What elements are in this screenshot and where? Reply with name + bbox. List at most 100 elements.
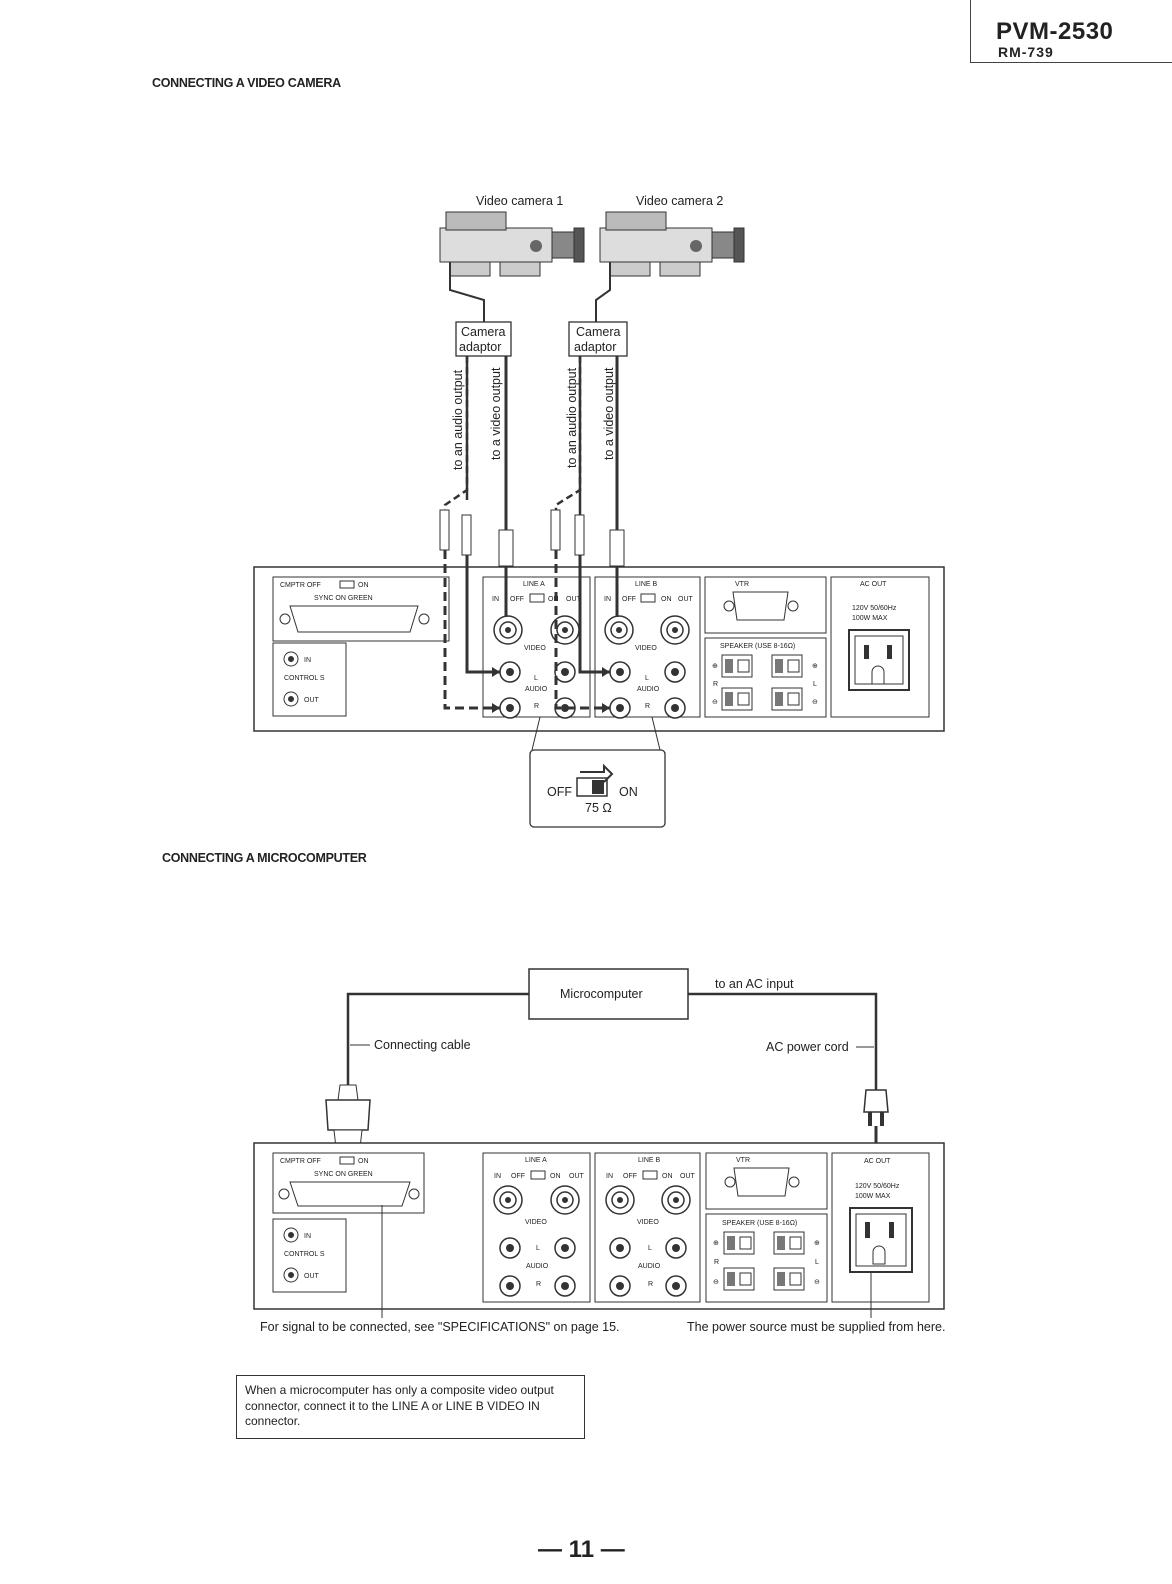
model-number: PVM-2530 <box>996 18 1114 45</box>
svg-text:VIDEO: VIDEO <box>635 645 657 652</box>
section-title-video-camera: CONNECTING A VIDEO CAMERA <box>152 76 341 90</box>
svg-text:OUT: OUT <box>566 596 582 603</box>
svg-text:LINE A: LINE A <box>523 581 545 588</box>
video-camera-1-icon <box>439 211 585 277</box>
svg-text:120V 50/60Hz: 120V 50/60Hz <box>855 1183 900 1190</box>
svg-text:OUT: OUT <box>680 1173 696 1180</box>
svg-text:OUT: OUT <box>569 1173 585 1180</box>
svg-text:⊕: ⊕ <box>812 663 818 670</box>
adaptor1-line1: Camera <box>461 325 506 339</box>
svg-text:AUDIO: AUDIO <box>525 686 548 693</box>
switch-off-label: OFF <box>547 785 572 799</box>
ac-input-label: to an AC input <box>715 977 794 991</box>
svg-text:CONTROL S: CONTROL S <box>284 675 325 682</box>
microcomputer-label: Microcomputer <box>560 987 643 1001</box>
svg-text:L: L <box>815 1259 819 1266</box>
svg-text:OUT: OUT <box>304 697 320 704</box>
svg-text:LINE B: LINE B <box>638 1157 661 1164</box>
svg-text:L: L <box>645 675 649 682</box>
svg-text:L: L <box>813 681 817 688</box>
signal-note: For signal to be connected, see "SPECIFI… <box>260 1320 620 1334</box>
svg-text:L: L <box>536 1245 540 1252</box>
adaptor1-line2: adaptor <box>459 340 501 354</box>
svg-text:R: R <box>534 703 539 710</box>
svg-text:IN: IN <box>604 596 611 603</box>
connecting-cable-label: Connecting cable <box>374 1038 471 1052</box>
svg-text:ON: ON <box>548 596 559 603</box>
svg-text:CMPTR OFF: CMPTR OFF <box>280 1158 321 1165</box>
composite-video-note: When a microcomputer has only a composit… <box>236 1375 585 1439</box>
svg-text:R: R <box>645 703 650 710</box>
svg-text:R: R <box>536 1281 541 1288</box>
svg-text:R: R <box>713 681 718 688</box>
adaptor2-audio-label: to an audio output <box>565 367 579 468</box>
adaptor2-line1: Camera <box>576 325 621 339</box>
svg-text:SYNC ON GREEN: SYNC ON GREEN <box>314 595 373 602</box>
page-number: — 11 — <box>538 1536 625 1563</box>
svg-text:VIDEO: VIDEO <box>524 645 546 652</box>
svg-text:AUDIO: AUDIO <box>637 686 660 693</box>
svg-text:⊖: ⊖ <box>712 699 718 706</box>
power-note: The power source must be supplied from h… <box>687 1320 945 1334</box>
camera1-label: Video camera 1 <box>476 194 563 208</box>
svg-text:IN: IN <box>606 1173 613 1180</box>
svg-text:IN: IN <box>304 657 311 664</box>
svg-text:ON: ON <box>662 1173 673 1180</box>
svg-text:⊖: ⊖ <box>812 699 818 706</box>
svg-text:ON: ON <box>661 596 672 603</box>
camera-adaptor-2 <box>568 321 628 357</box>
svg-text:SYNC ON GREEN: SYNC ON GREEN <box>314 1171 373 1178</box>
svg-text:IN: IN <box>492 596 499 603</box>
svg-text:100W MAX: 100W MAX <box>855 1193 891 1200</box>
termination-label: 75 Ω <box>585 801 612 815</box>
adaptor2-line2: adaptor <box>574 340 616 354</box>
svg-text:L: L <box>648 1245 652 1252</box>
svg-text:100W MAX: 100W MAX <box>852 615 888 622</box>
switch-on-label: ON <box>619 785 638 799</box>
svg-text:LINE A: LINE A <box>525 1157 547 1164</box>
svg-text:IN: IN <box>304 1233 311 1240</box>
svg-text:VTR: VTR <box>736 1157 750 1164</box>
microcomputer-box <box>528 968 689 1020</box>
svg-text:ON: ON <box>358 1158 369 1165</box>
svg-text:⊕: ⊕ <box>814 1240 820 1247</box>
svg-text:IN: IN <box>494 1173 501 1180</box>
svg-text:LINE B: LINE B <box>635 581 658 588</box>
adaptor2-video-label: to a video output <box>602 367 616 460</box>
svg-text:OFF: OFF <box>622 596 636 603</box>
svg-text:CMPTR OFF: CMPTR OFF <box>280 582 321 589</box>
svg-text:⊖: ⊖ <box>713 1279 719 1286</box>
svg-text:ON: ON <box>358 582 369 589</box>
video-camera-2-icon <box>599 211 745 277</box>
svg-text:L: L <box>534 675 538 682</box>
svg-text:OFF: OFF <box>510 596 524 603</box>
svg-text:⊖: ⊖ <box>814 1279 820 1286</box>
svg-text:VIDEO: VIDEO <box>637 1219 659 1226</box>
ac-power-cord-label: AC power cord <box>766 1040 849 1054</box>
svg-text:ON: ON <box>550 1173 561 1180</box>
svg-text:⊕: ⊕ <box>713 1240 719 1247</box>
svg-text:R: R <box>714 1259 719 1266</box>
svg-text:OUT: OUT <box>678 596 694 603</box>
svg-text:OFF: OFF <box>623 1173 637 1180</box>
camera2-label: Video camera 2 <box>636 194 723 208</box>
camera-adaptor-1 <box>455 321 512 357</box>
svg-text:CONTROL S: CONTROL S <box>284 1251 325 1258</box>
svg-text:VIDEO: VIDEO <box>525 1219 547 1226</box>
sub-model-number: RM-739 <box>998 44 1054 60</box>
svg-text:120V 50/60Hz: 120V 50/60Hz <box>852 605 897 612</box>
svg-text:AUDIO: AUDIO <box>638 1263 661 1270</box>
svg-text:VTR: VTR <box>735 581 749 588</box>
adaptor1-video-label: to a video output <box>489 367 503 460</box>
svg-text:R: R <box>648 1281 653 1288</box>
svg-text:OUT: OUT <box>304 1273 320 1280</box>
svg-text:AC OUT: AC OUT <box>860 581 887 588</box>
svg-text:SPEAKER (USE 8-16Ω): SPEAKER (USE 8-16Ω) <box>722 1220 797 1227</box>
svg-text:OFF: OFF <box>511 1173 525 1180</box>
svg-text:⊕: ⊕ <box>712 663 718 670</box>
adaptor1-audio-label: to an audio output <box>451 369 465 470</box>
svg-text:AC OUT: AC OUT <box>864 1158 891 1165</box>
svg-text:SPEAKER (USE 8-16Ω): SPEAKER (USE 8-16Ω) <box>720 643 795 650</box>
model-box <box>970 0 1172 63</box>
